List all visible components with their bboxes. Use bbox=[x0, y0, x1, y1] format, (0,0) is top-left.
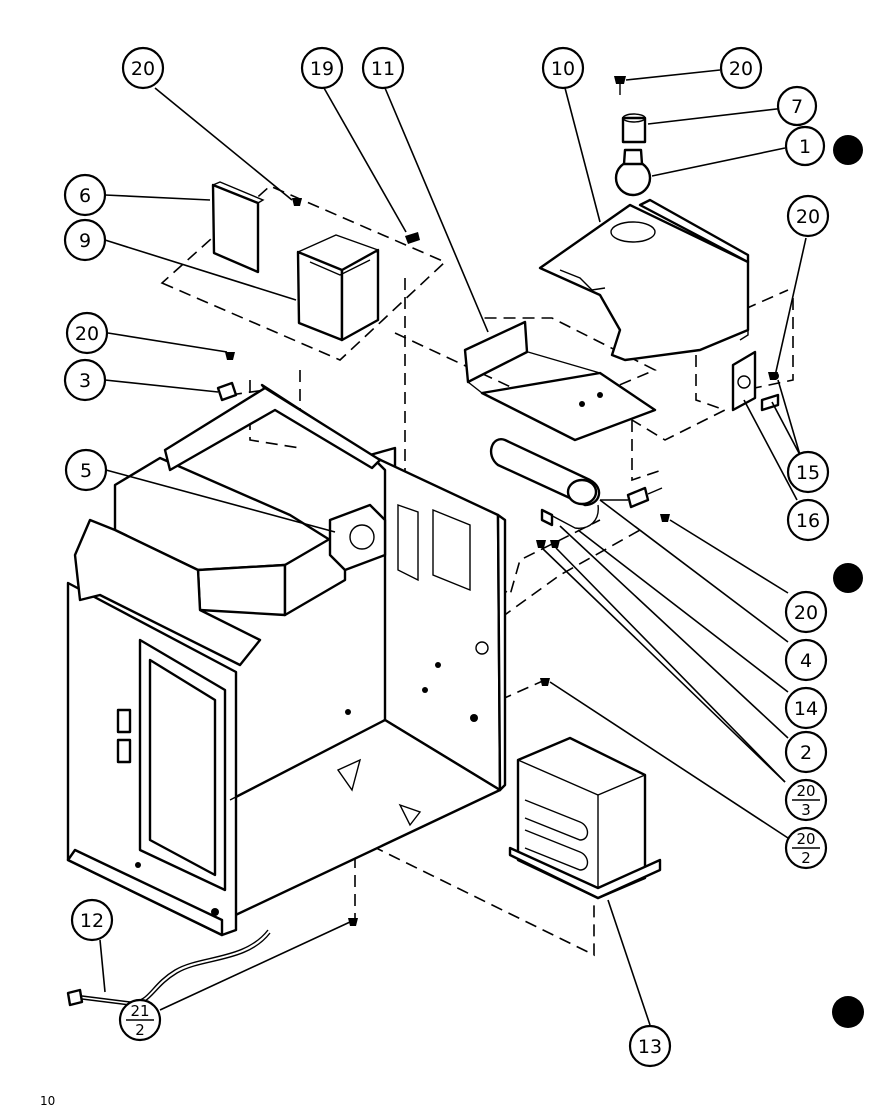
callout-20-top-right: 20 bbox=[719, 46, 763, 90]
callout-20-left: 20 bbox=[65, 311, 109, 355]
part-9-bracket bbox=[296, 234, 380, 342]
callout-7: 7 bbox=[776, 85, 818, 127]
svg-text:6: 6 bbox=[79, 185, 91, 207]
svg-text:15: 15 bbox=[796, 462, 820, 484]
svg-text:20: 20 bbox=[75, 323, 99, 345]
main-cabinet bbox=[66, 383, 507, 937]
part-10-lamp-housing bbox=[538, 198, 750, 362]
svg-text:12: 12 bbox=[80, 910, 104, 932]
svg-text:20: 20 bbox=[729, 58, 753, 80]
callout-14: 14 bbox=[784, 686, 828, 730]
svg-text:10: 10 bbox=[551, 58, 575, 80]
callout-11: 11 bbox=[361, 46, 405, 90]
callout-15: 15 bbox=[786, 450, 830, 494]
callout-20-right-upper: 20 bbox=[786, 194, 830, 238]
svg-text:16: 16 bbox=[796, 510, 820, 532]
svg-text:2: 2 bbox=[801, 849, 811, 867]
callout-5: 5 bbox=[64, 448, 108, 492]
svg-text:4: 4 bbox=[800, 650, 812, 672]
callout-20-over-3: 20 3 bbox=[784, 778, 828, 822]
svg-text:3: 3 bbox=[801, 801, 811, 819]
svg-text:20: 20 bbox=[796, 206, 820, 228]
callout-20-over-2: 20 2 bbox=[784, 826, 828, 870]
registration-dot-top bbox=[833, 135, 863, 165]
callout-4: 4 bbox=[784, 638, 828, 682]
callout-1: 1 bbox=[784, 125, 826, 167]
part-7-socket bbox=[621, 113, 647, 144]
svg-text:7: 7 bbox=[791, 96, 803, 118]
svg-text:1: 1 bbox=[799, 136, 811, 158]
callout-bubbles: 20 19 11 10 20 7 1 6 bbox=[63, 46, 830, 1068]
callout-9: 9 bbox=[63, 218, 107, 262]
part-12-power-cord bbox=[66, 929, 271, 1007]
callout-10: 10 bbox=[541, 46, 585, 90]
registration-dot-bottom bbox=[832, 996, 864, 1028]
screw-parts bbox=[292, 198, 778, 926]
callout-13: 13 bbox=[628, 1024, 672, 1068]
svg-text:2: 2 bbox=[800, 742, 812, 764]
svg-text:20: 20 bbox=[796, 830, 815, 848]
svg-text:21: 21 bbox=[130, 1002, 149, 1020]
part-3-clip bbox=[216, 352, 238, 402]
callout-20-right-lower: 20 bbox=[784, 590, 828, 634]
svg-text:11: 11 bbox=[371, 58, 395, 80]
callout-19: 19 bbox=[300, 46, 344, 90]
part-13-transformer bbox=[508, 736, 662, 900]
svg-text:14: 14 bbox=[794, 698, 818, 720]
svg-text:3: 3 bbox=[79, 370, 91, 392]
registration-dot-middle bbox=[833, 563, 863, 593]
svg-text:19: 19 bbox=[310, 58, 334, 80]
callout-12: 12 bbox=[70, 898, 114, 942]
part-1-lamp bbox=[614, 148, 652, 197]
svg-text:5: 5 bbox=[80, 460, 92, 482]
part-6-plate bbox=[211, 181, 265, 274]
part-14-clip bbox=[540, 504, 599, 529]
callout-2: 2 bbox=[784, 730, 828, 774]
svg-text:2: 2 bbox=[135, 1021, 145, 1039]
callout-6: 6 bbox=[63, 173, 107, 217]
registration-marks bbox=[832, 135, 864, 1028]
svg-text:20: 20 bbox=[131, 58, 155, 80]
svg-text:13: 13 bbox=[638, 1036, 662, 1058]
callout-21-over-2: 21 2 bbox=[118, 998, 162, 1042]
svg-text:20: 20 bbox=[794, 602, 818, 624]
part-4-connector bbox=[600, 486, 663, 509]
svg-text:20: 20 bbox=[796, 782, 815, 800]
page-number: 10 bbox=[40, 1094, 56, 1108]
part-2-heater-tube bbox=[489, 438, 601, 507]
callout-20-top-left: 20 bbox=[121, 46, 165, 90]
callout-3: 3 bbox=[63, 358, 107, 402]
part-11-bracket bbox=[463, 320, 657, 442]
part-16-switch bbox=[731, 350, 757, 412]
part-20-top-screw bbox=[614, 76, 626, 95]
svg-text:9: 9 bbox=[79, 230, 91, 252]
leader-lines bbox=[99, 69, 807, 1026]
callout-16: 16 bbox=[786, 498, 830, 542]
